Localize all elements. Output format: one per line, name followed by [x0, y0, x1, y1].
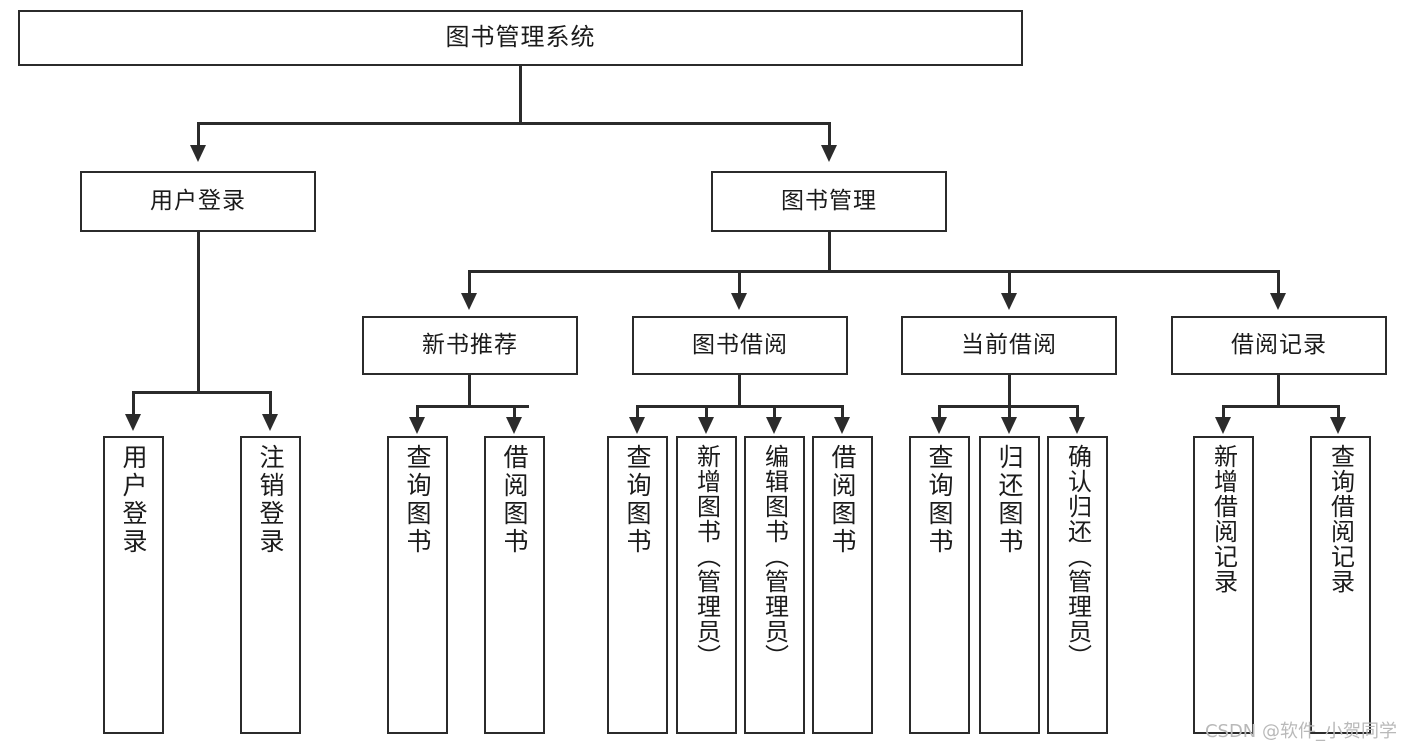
connector-drop-return-book — [1008, 405, 1011, 417]
arrowhead-leaf-user-login — [125, 414, 141, 431]
connector-borrow-record-stem — [1277, 375, 1280, 405]
node-current-borrow[interactable]: 当前借阅 — [901, 316, 1117, 375]
leaf-borrow-book-2[interactable]: 借阅图书 — [812, 436, 873, 734]
connector-drop-borrow-book-1 — [513, 405, 516, 417]
connector-drop-book-borrow — [738, 270, 741, 293]
leaf-logout[interactable]: 注销登录 — [240, 436, 301, 734]
node-label: 新书推荐 — [422, 332, 518, 359]
leaf-add-record[interactable]: 新增借阅记录 — [1193, 436, 1254, 734]
node-label: 用户登录 — [150, 188, 246, 215]
node-label: 查询借阅记录 — [1326, 444, 1355, 594]
arrowhead-borrow-book-1 — [506, 417, 522, 434]
node-label: 查询图书 — [925, 444, 954, 556]
node-label: 查询图书 — [403, 444, 432, 556]
node-label: 注销登录 — [256, 444, 285, 556]
connector-borrow-record-bus — [1222, 405, 1340, 408]
connector-drop-add-book — [705, 405, 708, 417]
arrowhead-current-borrow — [1001, 293, 1017, 310]
leaf-user-login[interactable]: 用户登录 — [103, 436, 164, 734]
connector-user-login-bus — [132, 391, 271, 394]
node-label: 借阅图书 — [828, 444, 857, 556]
node-borrow-record[interactable]: 借阅记录 — [1171, 316, 1387, 375]
connector-drop-query-book-3 — [938, 405, 941, 417]
connector-drop-user-login — [197, 122, 200, 145]
connector-drop-leaf-user-login — [132, 391, 135, 414]
connector-new-book-recommend-bus — [416, 405, 529, 408]
arrowhead-query-record — [1330, 417, 1346, 434]
connector-user-login-stem — [197, 232, 200, 391]
arrowhead-confirm-return — [1069, 417, 1085, 434]
node-book-borrow[interactable]: 图书借阅 — [632, 316, 848, 375]
node-root-book-management-system[interactable]: 图书管理系统 — [18, 10, 1023, 66]
connector-current-borrow-stem — [1008, 375, 1011, 405]
arrowhead-add-record — [1215, 417, 1231, 434]
connector-drop-query-book-2 — [636, 405, 639, 417]
connector-book-borrow-bus — [636, 405, 844, 408]
connector-drop-borrow-book-2 — [841, 405, 844, 417]
node-label: 图书管理 — [781, 188, 877, 215]
leaf-query-book-3[interactable]: 查询图书 — [909, 436, 970, 734]
node-label: 查询图书 — [623, 444, 652, 556]
leaf-query-book-1[interactable]: 查询图书 — [387, 436, 448, 734]
connector-drop-query-book-1 — [416, 405, 419, 417]
node-label: 借阅记录 — [1231, 332, 1327, 359]
connector-drop-current-borrow — [1008, 270, 1011, 293]
connector-drop-confirm-return — [1076, 405, 1079, 417]
node-label: 新增借阅记录 — [1209, 444, 1238, 594]
connector-book-borrow-stem — [738, 375, 741, 405]
node-user-login[interactable]: 用户登录 — [80, 171, 316, 232]
leaf-query-record[interactable]: 查询借阅记录 — [1310, 436, 1371, 734]
arrowhead-leaf-logout — [262, 414, 278, 431]
leaf-confirm-return[interactable]: 确认归还（管理员） — [1047, 436, 1108, 734]
connector-drop-leaf-logout — [269, 391, 272, 414]
arrowhead-return-book — [1001, 417, 1017, 434]
arrowhead-borrow-record — [1270, 293, 1286, 310]
arrowhead-edit-book — [766, 417, 782, 434]
connector-book-management-stem — [828, 232, 831, 270]
leaf-edit-book[interactable]: 编辑图书（管理员） — [744, 436, 805, 734]
csdn-watermark: CSDN @软件_小贺同学 — [1204, 721, 1397, 742]
connector-drop-new-book-recommend — [468, 270, 471, 293]
node-book-management[interactable]: 图书管理 — [711, 171, 947, 232]
node-label: 图书借阅 — [692, 332, 788, 359]
arrowhead-query-book-1 — [409, 417, 425, 434]
node-label: 归还图书 — [995, 444, 1024, 556]
leaf-add-book[interactable]: 新增图书（管理员） — [676, 436, 737, 734]
connector-drop-book-management — [828, 122, 831, 145]
arrowhead-new-book-recommend — [461, 293, 477, 310]
arrowhead-borrow-book-2 — [834, 417, 850, 434]
node-label: 当前借阅 — [961, 332, 1057, 359]
node-label: 借阅图书 — [500, 444, 529, 556]
node-label: 确认归还（管理员） — [1063, 444, 1092, 669]
leaf-query-book-2[interactable]: 查询图书 — [607, 436, 668, 734]
arrowhead-query-book-3 — [931, 417, 947, 434]
node-label: 新增图书（管理员） — [692, 444, 721, 669]
connector-level3-bus — [468, 270, 1280, 273]
connector-new-book-recommend-stem — [468, 375, 471, 405]
connector-drop-add-record — [1222, 405, 1225, 417]
arrowhead-user-login — [190, 145, 206, 162]
leaf-return-book[interactable]: 归还图书 — [979, 436, 1040, 734]
node-label: 编辑图书（管理员） — [760, 444, 789, 669]
leaf-borrow-book-1[interactable]: 借阅图书 — [484, 436, 545, 734]
connector-root-stem — [519, 66, 522, 122]
arrowhead-query-book-2 — [629, 417, 645, 434]
node-label: 用户登录 — [119, 444, 148, 556]
arrowhead-add-book — [698, 417, 714, 434]
connector-drop-borrow-record — [1277, 270, 1280, 293]
arrowhead-book-management — [821, 145, 837, 162]
connector-drop-edit-book — [773, 405, 776, 417]
connector-root-bus — [197, 122, 831, 125]
node-new-book-recommend[interactable]: 新书推荐 — [362, 316, 578, 375]
node-label: 图书管理系统 — [445, 23, 596, 52]
arrowhead-book-borrow — [731, 293, 747, 310]
connector-drop-query-record — [1337, 405, 1340, 417]
